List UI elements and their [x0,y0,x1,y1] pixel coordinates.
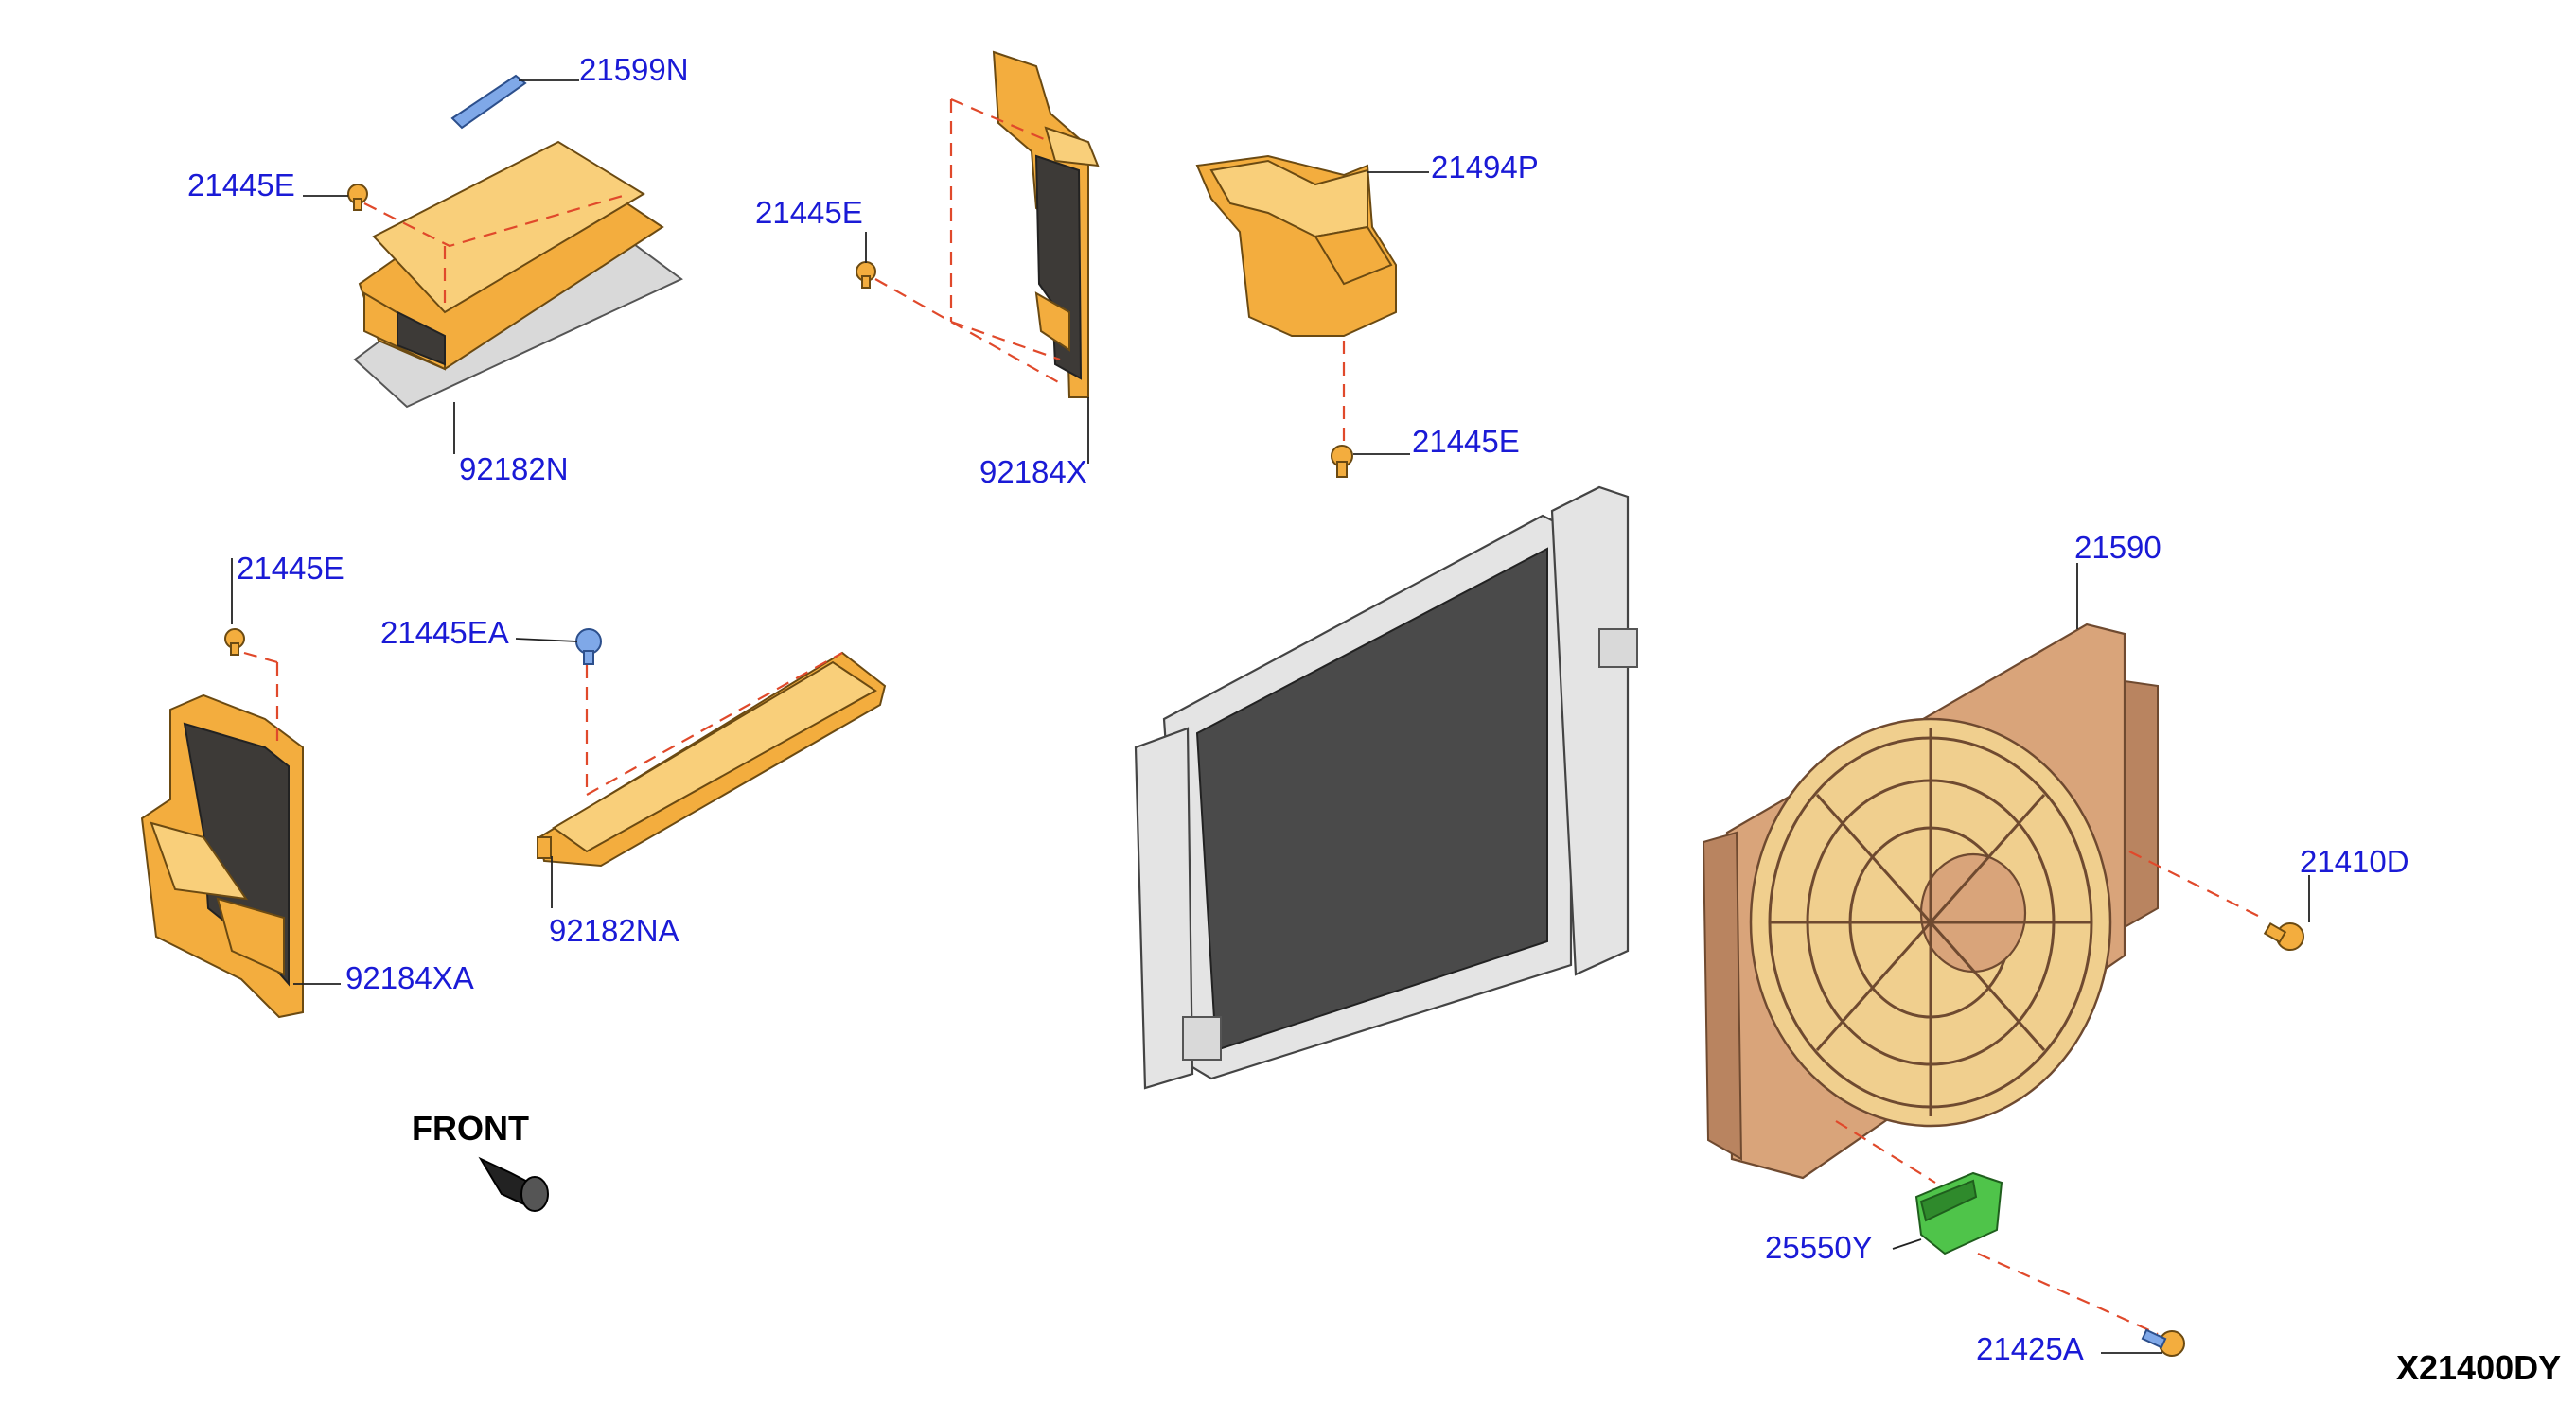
bolt-21425A[interactable] [2141,1328,2185,1357]
callout-21445E-2: 21445E [755,195,863,230]
part-92182N-air-guide[interactable] [353,140,683,454]
callout-21410D: 21410D [2300,844,2409,879]
diagram-code: X21400DY [2396,1348,2561,1387]
clip-21445E-3[interactable] [1331,445,1353,478]
part-25550Y-fan-controller[interactable] [1914,1171,2003,1255]
callout-21445E-4: 21445E [237,551,344,586]
part-radiator[interactable] [1134,485,1638,1090]
clip-21445E-4[interactable] [224,628,245,656]
callout-92182N: 92182N [459,451,569,486]
front-direction-indicator [478,1156,549,1212]
callout-21445E-1: 21445E [187,167,295,202]
callout-21445E-3: 21445E [1412,424,1520,459]
bolt-21410D[interactable] [2263,921,2304,951]
part-92184XA-side-guide[interactable] [140,693,304,1019]
part-21590-fan-shroud[interactable] [1702,623,2159,1180]
callout-92184X: 92184X [979,454,1087,489]
part-21599N-seal[interactable] [450,74,527,130]
clip-21445E-2[interactable] [856,261,876,289]
callout-21599N: 21599N [579,52,689,87]
front-label: FRONT [412,1109,529,1148]
clip-21445E-1[interactable] [347,184,368,211]
callout-21425A: 21425A [1976,1331,2084,1366]
part-92184X-side-guide[interactable] [992,50,1100,398]
callout-92182NA: 92182NA [549,913,679,948]
part-21494P-air-guide[interactable] [1195,154,1397,337]
callout-92184XA: 92184XA [345,960,474,995]
callout-21494P: 21494P [1431,149,1539,184]
clip-21445EA[interactable] [575,628,602,665]
part-92182NA-lower-guide[interactable] [537,651,887,868]
callout-25550Y: 25550Y [1765,1230,1873,1265]
callout-21590: 21590 [2074,530,2161,565]
callout-21445EA: 21445EA [380,615,509,650]
